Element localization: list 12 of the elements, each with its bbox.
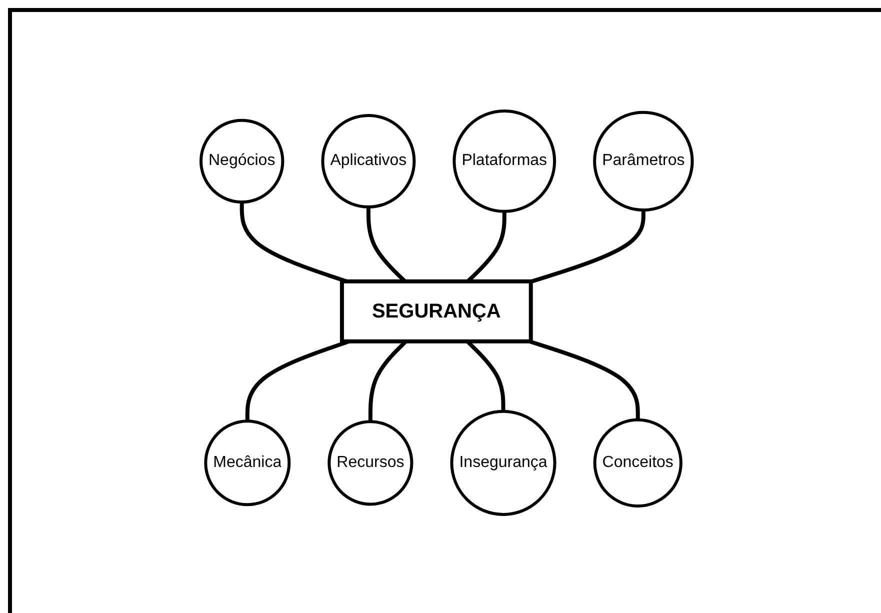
node-circle: Mecânica	[204, 419, 290, 506]
connector	[528, 339, 640, 420]
connector	[530, 210, 646, 284]
node-circle: Aplicativos	[321, 114, 416, 208]
node-circle: Parâmetros	[592, 110, 694, 212]
connector	[240, 202, 348, 284]
node-box: SEGURANÇA	[340, 279, 533, 344]
node-circle: Plataformas	[452, 109, 556, 213]
node-circle: Insegurança	[450, 410, 556, 516]
node-circle: Recursos	[328, 420, 414, 506]
node-circle: Conceitos	[593, 418, 682, 508]
node-circle: Negócios	[199, 118, 284, 204]
